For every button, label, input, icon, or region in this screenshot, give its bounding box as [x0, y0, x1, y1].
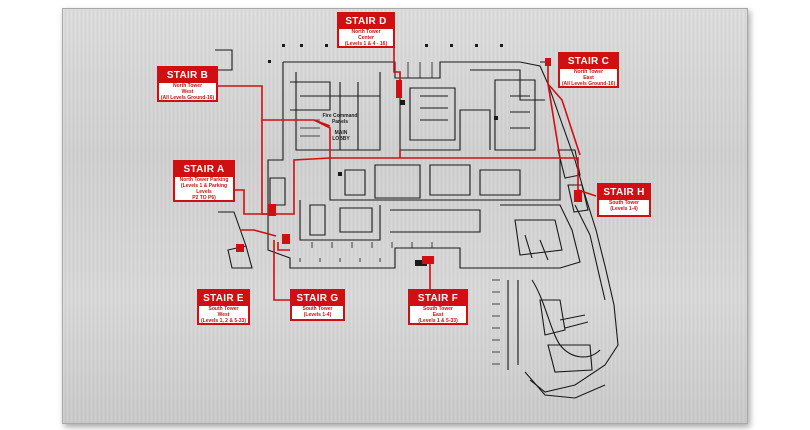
- stair-e-label: STAIR E South Tower West (Levels 1, 2 & …: [197, 289, 250, 325]
- stair-g-marker: [282, 234, 290, 244]
- floor-plan-hatching: [299, 62, 500, 365]
- stair-d-marker: [396, 80, 402, 98]
- stair-c-title: STAIR C: [560, 54, 617, 69]
- main-lobby-label: MAIN LOBBY: [332, 130, 350, 142]
- fire-command-panels-label: Fire Command Panels: [322, 113, 358, 125]
- stair-b-label: STAIR B North Tower West (All Levels Gro…: [157, 66, 218, 102]
- stair-e-marker: [236, 244, 244, 252]
- stair-h-title: STAIR H: [599, 185, 649, 200]
- stair-a-label: STAIR A North Tower Parking (Levels 1 & …: [173, 160, 235, 202]
- stair-b-title: STAIR B: [159, 68, 216, 83]
- stair-locator-lines: [208, 48, 597, 301]
- stair-c-marker: [545, 58, 551, 66]
- floor-plan-walls: [215, 49, 619, 399]
- stair-g-label: STAIR G South Tower (Levels 1-4): [290, 289, 345, 321]
- stair-h-marker: [574, 190, 582, 202]
- stair-a-marker: [268, 204, 276, 216]
- floor-plan-columns: [268, 44, 503, 266]
- stair-a-title: STAIR A: [175, 162, 233, 177]
- stair-h-label: STAIR H South Tower (Levels 1-4): [597, 183, 651, 217]
- stair-d-label: STAIR D North Tower Center (Levels 1 & 4…: [337, 12, 395, 48]
- stair-f-marker: [422, 256, 434, 264]
- stair-f-label: STAIR F South Tower East (Levels 1 & 5-3…: [408, 289, 468, 325]
- stair-f-title: STAIR F: [410, 291, 466, 306]
- stair-c-label: STAIR C North Tower East (All Levels Gro…: [558, 52, 619, 88]
- stair-d-title: STAIR D: [339, 14, 393, 29]
- stair-g-title: STAIR G: [292, 291, 343, 306]
- stair-markers: [236, 58, 582, 264]
- stair-e-title: STAIR E: [199, 291, 248, 306]
